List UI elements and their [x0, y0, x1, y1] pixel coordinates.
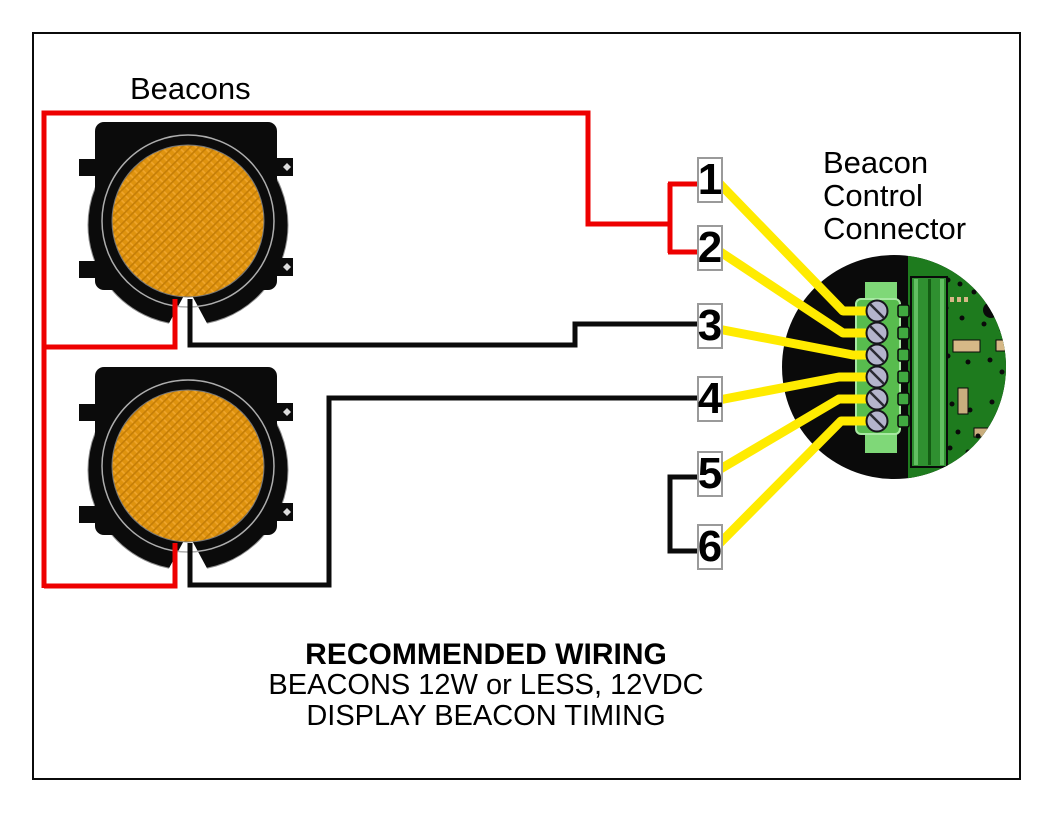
positive-wire-red [41, 110, 697, 589]
terminal-label-1: 1 [697, 155, 723, 204]
terminal-label-3: 3 [697, 301, 723, 350]
caption-line-2: BEACONS 12W or LESS, 12VDC [268, 669, 704, 701]
beacon-2 [78, 366, 294, 586]
terminal-label-4: 4 [697, 374, 723, 423]
terminal-label-2: 2 [697, 223, 723, 272]
terminal-label-6: 6 [697, 522, 723, 571]
beacons-label: Beacons [130, 71, 251, 106]
terminal-block-pins [897, 304, 910, 428]
negative-wire-beacon2-to-terminal4 [187, 395, 698, 588]
jumper-wire-terminal5-to-terminal6 [667, 474, 698, 554]
negative-wire-beacon1-to-terminal3 [187, 299, 697, 348]
terminal-label-5: 5 [697, 449, 723, 498]
diagram-frame [32, 32, 1021, 780]
caption-line-3: DISPLAY BEACON TIMING [306, 700, 666, 732]
beacon-1 [78, 121, 294, 341]
connector-screws [865, 299, 889, 433]
caption-title: RECOMMENDED WIRING [305, 638, 667, 671]
beacon-control-connector-label: Beacon Control Connector [823, 145, 967, 246]
caption-block: RECOMMENDED WIRING BEACONS 12W or LESS, … [136, 639, 836, 732]
